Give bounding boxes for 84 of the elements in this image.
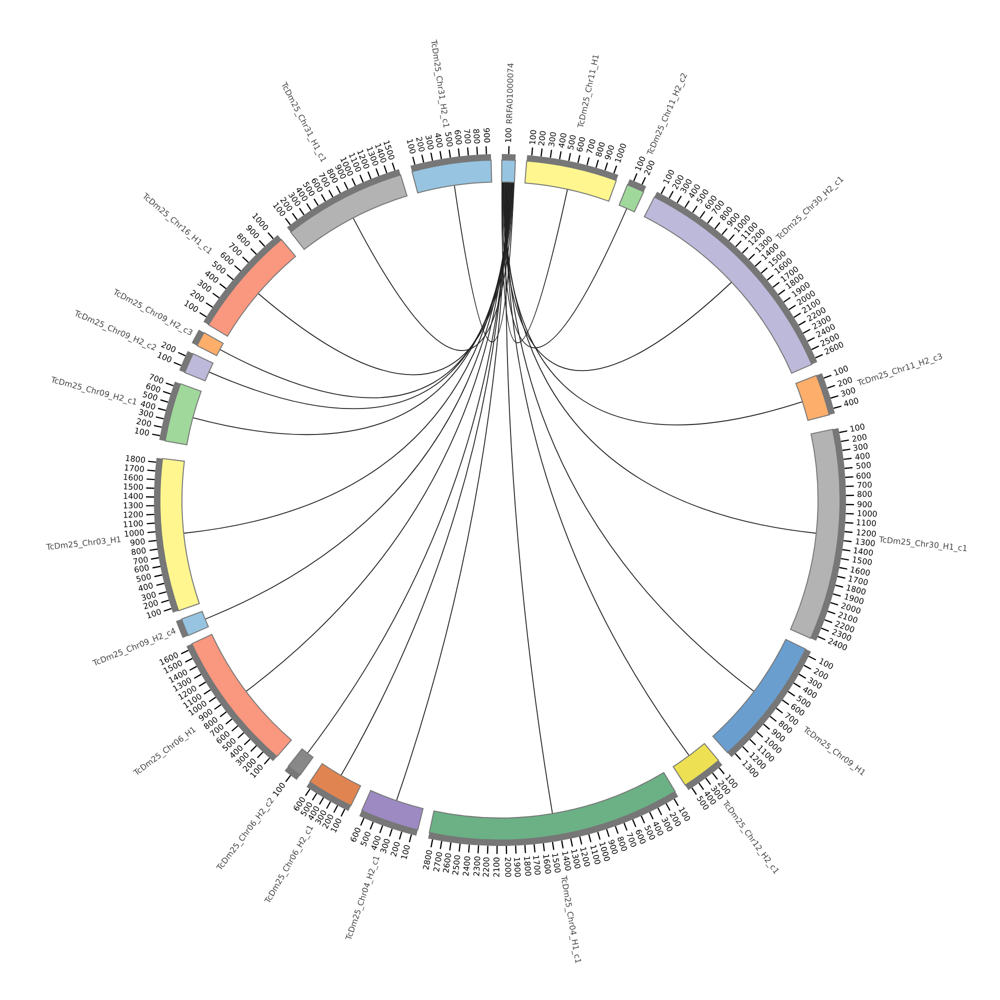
link-curve (505, 182, 553, 814)
tick-label: 1200 (855, 528, 876, 538)
tick-label: 1800 (521, 856, 532, 877)
tick-label: 1400 (560, 850, 572, 872)
sequence-label: RRFA01000074 (504, 62, 516, 124)
link-curve (504, 182, 754, 692)
tick-label: 1300 (854, 537, 876, 548)
tick-label: 500 (855, 460, 872, 472)
tick-label: 100 (504, 128, 514, 144)
chromosome-arc (501, 146, 516, 183)
tick-label: 700 (462, 128, 472, 145)
tick-label: 200 (850, 432, 868, 444)
tick-label: 100 (528, 128, 538, 145)
tick-label: 2200 (482, 856, 492, 878)
link-curve (502, 182, 628, 348)
tick-label: 300 (840, 386, 857, 399)
link-curve (183, 182, 511, 534)
tick-label: 1500 (122, 482, 144, 493)
tick-label: 600 (856, 470, 872, 482)
tick-label: 400 (842, 396, 860, 410)
link-curve (307, 182, 509, 754)
tick-label: 900 (480, 128, 491, 144)
tick-label: 800 (471, 128, 482, 144)
link-curve (340, 182, 508, 776)
tick-label: 1700 (531, 854, 542, 876)
link-curve (502, 182, 568, 344)
chromosome-arc (176, 610, 209, 638)
chromosome-arc (174, 351, 214, 382)
tick-label: 600 (576, 136, 588, 154)
tick-label: 300 (852, 442, 869, 453)
tick-label: 2300 (472, 856, 482, 877)
tick-label: 200 (389, 840, 402, 858)
sequence-label: TcDm25_Chr03_H1 (46, 534, 122, 553)
tick-label: 1200 (122, 510, 144, 520)
tick-label: 2600 (442, 852, 454, 874)
tick-label: 500 (566, 134, 578, 151)
link-curve (204, 182, 510, 620)
tick-label: 1500 (851, 556, 873, 568)
link-curve (258, 182, 514, 375)
tick-label: 700 (856, 480, 872, 490)
link-curve (454, 182, 515, 342)
link-curve (396, 182, 508, 802)
tick-label: 1000 (856, 509, 878, 519)
link-curve (502, 182, 732, 372)
tick-label: 800 (130, 546, 148, 557)
tick-label: 1100 (123, 518, 144, 530)
tick-label: 1900 (512, 856, 522, 878)
link-curve (246, 182, 510, 692)
tick-label: 1400 (122, 492, 144, 502)
tick-label: 1500 (550, 852, 562, 874)
tick-label: 400 (854, 451, 870, 462)
tick-label: 1100 (856, 518, 877, 529)
tick-label: 2800 (422, 849, 434, 871)
tick-label: 1700 (124, 463, 145, 474)
tick-label: 1300 (122, 500, 144, 511)
tick-label: 600 (452, 130, 463, 146)
tick-label: 2500 (452, 854, 463, 876)
link-curve (505, 182, 690, 756)
tick-label: 2400 (462, 855, 473, 876)
tick-label: 300 (547, 130, 558, 148)
tick-label: 1600 (540, 854, 552, 876)
tick-label: 2700 (432, 851, 444, 873)
tick-label: 100 (400, 844, 414, 862)
tick-label: 1000 (124, 528, 145, 539)
tick-label: 400 (433, 132, 444, 149)
tick-label: 1600 (123, 472, 144, 484)
tick-label: 100 (404, 138, 417, 156)
tick-label: 200 (537, 130, 548, 146)
chromosome-arc (284, 748, 314, 782)
tick-label: 100 (849, 422, 866, 434)
tick-label: 400 (556, 132, 568, 150)
tick-label: 800 (856, 490, 872, 500)
tick-label: 100 (155, 350, 174, 366)
tick-label: 500 (442, 130, 454, 148)
chromosome-arc (192, 330, 224, 356)
link-curve (504, 182, 817, 534)
tick-label: 2000 (502, 856, 512, 878)
tick-label: 900 (130, 536, 146, 548)
link-curve (352, 182, 514, 350)
tick-label: 2100 (492, 856, 502, 878)
tick-label: 900 (856, 500, 872, 510)
tick-label: 1800 (124, 454, 146, 465)
tick-label: 1000 (612, 142, 629, 165)
link-curve (503, 182, 803, 426)
